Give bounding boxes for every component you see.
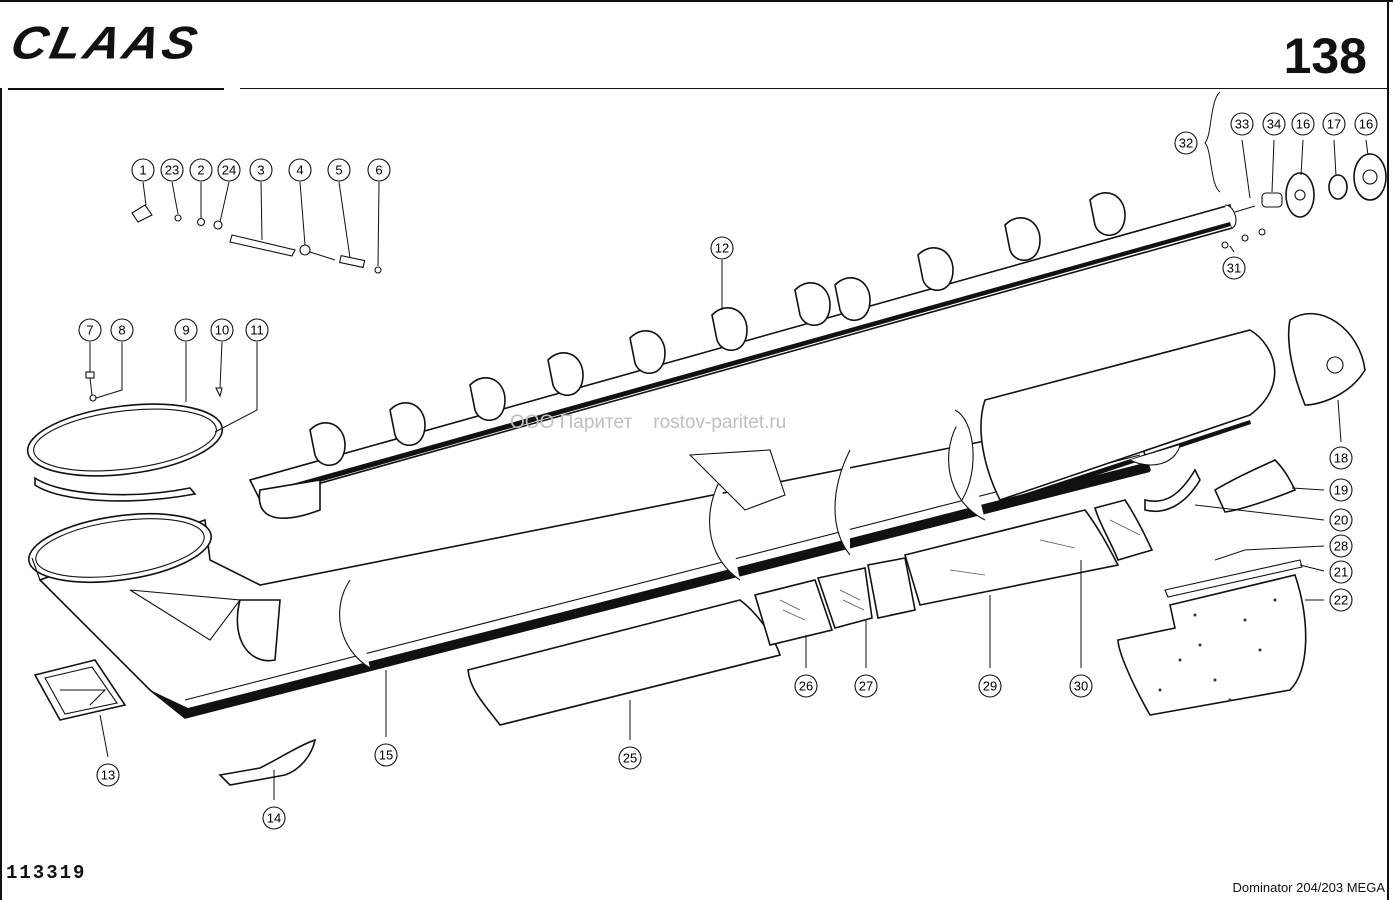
callout-28: 28 <box>1329 534 1353 558</box>
svg-text:5: 5 <box>335 163 342 178</box>
svg-text:27: 27 <box>859 679 873 694</box>
upper-tube-cover-part <box>954 312 1366 510</box>
small-hardware-part <box>131 204 382 274</box>
svg-text:21: 21 <box>1334 565 1348 580</box>
callout-3: 3 <box>249 158 273 182</box>
svg-text:26: 26 <box>799 679 813 694</box>
callout-13: 13 <box>96 763 120 787</box>
split-clamp-ring-part <box>26 403 224 502</box>
bearing-group-part <box>1221 153 1387 249</box>
svg-text:2: 2 <box>197 163 204 178</box>
callout-7: 7 <box>78 318 102 342</box>
frame-header-rule <box>240 88 1389 89</box>
callout-10: 10 <box>210 318 234 342</box>
callout-1: 1 <box>131 158 155 182</box>
callout-6: 6 <box>367 158 391 182</box>
callout-33: 33 <box>1230 112 1254 136</box>
svg-text:12: 12 <box>715 241 729 256</box>
svg-text:14: 14 <box>267 811 281 826</box>
svg-text:7: 7 <box>86 323 93 338</box>
svg-text:9: 9 <box>182 323 189 338</box>
callout-22: 22 <box>1329 588 1353 612</box>
svg-text:17: 17 <box>1327 117 1341 132</box>
callout-17: 17 <box>1322 112 1346 136</box>
inlet-collar-part <box>27 513 213 583</box>
svg-text:16: 16 <box>1296 117 1310 132</box>
auger-screw-part <box>248 192 1237 519</box>
callout-9: 9 <box>174 318 198 342</box>
drawing-number: 113319 <box>6 862 87 884</box>
svg-text:30: 30 <box>1074 679 1088 694</box>
svg-text:8: 8 <box>118 323 125 338</box>
callout-21: 21 <box>1329 560 1353 584</box>
callout-34: 34 <box>1262 112 1286 136</box>
bolt-parts <box>85 371 223 402</box>
callout-12: 12 <box>710 236 734 260</box>
svg-text:20: 20 <box>1334 513 1348 528</box>
page-number: 138 <box>1283 28 1367 84</box>
svg-text:33: 33 <box>1235 117 1249 132</box>
callout-8: 8 <box>110 318 134 342</box>
callout-11: 11 <box>245 318 269 342</box>
wear-strips-part <box>1144 459 1297 513</box>
svg-text:22: 22 <box>1334 593 1348 608</box>
callout-14: 14 <box>262 806 286 830</box>
svg-text:15: 15 <box>379 748 393 763</box>
callout-25: 25 <box>618 746 642 770</box>
callout-29: 29 <box>978 674 1002 698</box>
auger-trough-part <box>38 419 1152 719</box>
callout-31: 31 <box>1222 256 1246 280</box>
machine-model-label: Dominator 204/203 MEGA <box>1232 880 1385 895</box>
leader-lines <box>89 91 1369 800</box>
svg-text:16: 16 <box>1359 117 1373 132</box>
callout-2: 2 <box>189 158 213 182</box>
svg-text:4: 4 <box>296 163 303 178</box>
callout-20: 20 <box>1329 508 1353 532</box>
svg-text:19: 19 <box>1334 483 1348 498</box>
svg-text:25: 25 <box>623 751 637 766</box>
callout-30: 30 <box>1069 674 1093 698</box>
callout-18: 18 <box>1329 446 1353 470</box>
svg-text:1: 1 <box>139 163 146 178</box>
callout-15: 15 <box>374 743 398 767</box>
callout-16-front: 16 <box>1291 112 1315 136</box>
svg-text:32: 32 <box>1179 136 1193 151</box>
frame-right-border <box>1387 0 1389 900</box>
svg-text:31: 31 <box>1227 261 1241 276</box>
liner-plates-part <box>467 499 1154 726</box>
callout-19: 19 <box>1329 478 1353 502</box>
svg-text:18: 18 <box>1334 451 1348 466</box>
frame-left-border <box>0 88 2 900</box>
svg-text:34: 34 <box>1267 117 1281 132</box>
callout-24: 24 <box>217 158 241 182</box>
callout-5: 5 <box>327 158 351 182</box>
svg-text:10: 10 <box>215 323 229 338</box>
frame-top-border <box>0 0 1393 2</box>
svg-text:29: 29 <box>983 679 997 694</box>
svg-text:23: 23 <box>165 163 179 178</box>
svg-text:6: 6 <box>375 163 382 178</box>
svg-text:13: 13 <box>101 768 115 783</box>
svg-text:3: 3 <box>257 163 264 178</box>
watermark-text: ООО Паритет rostov-paritet.ru <box>510 412 787 433</box>
callout-32: 32 <box>1174 131 1198 155</box>
callout-4: 4 <box>288 158 312 182</box>
svg-text:24: 24 <box>222 163 236 178</box>
callout-26: 26 <box>794 674 818 698</box>
inspection-hopper-part <box>33 659 127 721</box>
logo-underline <box>8 88 224 90</box>
callout-16-rear: 16 <box>1354 112 1378 136</box>
callout-27: 27 <box>854 674 878 698</box>
svg-text:28: 28 <box>1334 539 1348 554</box>
discharge-guard-part <box>1117 559 1307 716</box>
small-shield-part <box>218 738 317 786</box>
callout-23: 23 <box>160 158 184 182</box>
svg-text:11: 11 <box>250 323 264 338</box>
